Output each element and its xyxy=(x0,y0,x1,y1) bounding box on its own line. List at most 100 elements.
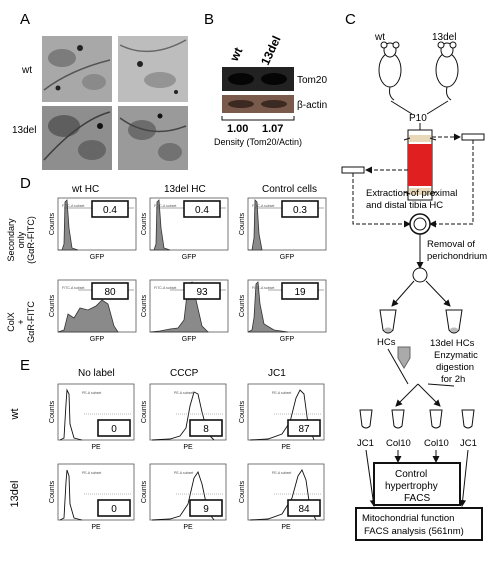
tube-label-jc1-a: JC1 xyxy=(357,438,374,449)
x-axis-label: PE xyxy=(183,444,193,451)
panel-a-row-wt: wt xyxy=(21,65,32,76)
percentage-box: 0.4 xyxy=(91,200,129,218)
label-digestion: digestion xyxy=(436,362,474,373)
tube-icon-13del xyxy=(445,309,463,334)
row-label-line: Secondary xyxy=(6,218,16,262)
tube-icon-hcs xyxy=(379,309,397,334)
y-axis-label: Counts xyxy=(49,294,56,317)
histogram-column-title: Control cells xyxy=(262,184,317,195)
label-13del-hcs: 13del HCs xyxy=(430,338,475,349)
histogram-column-title: JC1 xyxy=(268,368,286,379)
histogram-curve xyxy=(59,469,83,521)
x-axis-label: PE xyxy=(91,524,101,531)
percentage-box: 8 xyxy=(189,419,223,437)
box-control-line-1: Control xyxy=(395,469,427,480)
gate-label: FITC-A subset xyxy=(252,286,274,290)
panel-label-b: B xyxy=(204,11,214,28)
x-axis-label: GFP xyxy=(90,336,105,343)
panel-label-e: E xyxy=(20,357,30,374)
mouse-label-wt: wt xyxy=(374,32,385,43)
percentage-value: 19 xyxy=(294,287,306,298)
gate-label: FITC-A subset xyxy=(62,286,84,290)
percentage-value: 0.4 xyxy=(195,205,209,216)
panel-label-d: D xyxy=(20,175,31,192)
x-axis-label: GFP xyxy=(280,254,295,261)
row-label-line: ColX xyxy=(6,312,16,332)
mouse-icon-13del xyxy=(435,41,459,101)
percentage-box: 0.4 xyxy=(183,200,221,218)
hc-slice-left xyxy=(341,166,365,174)
y-axis-label: Counts xyxy=(141,480,148,503)
y-axis-label: Counts xyxy=(239,400,246,423)
percentage-box: 87 xyxy=(287,419,321,437)
percentage-value: 9 xyxy=(203,504,209,515)
gate-label: FITC-A subset xyxy=(62,204,84,208)
percentage-box: 19 xyxy=(281,282,319,300)
percentage-value: 84 xyxy=(298,504,310,515)
row-label-line: GαR-FITC xyxy=(26,301,36,343)
band-label-actin: β-actin xyxy=(297,100,327,111)
gate-label: FITC-A subset xyxy=(154,286,176,290)
density-bracket xyxy=(221,116,295,121)
panel-b-col-wt: wt xyxy=(227,45,246,64)
mouse-icon-wt xyxy=(378,41,402,101)
extraction-line-1: Extraction of proximal xyxy=(366,188,457,199)
density-wt: 1.00 xyxy=(227,123,248,135)
y-axis-label: Counts xyxy=(141,400,148,423)
y-axis-label: Counts xyxy=(49,212,56,235)
x-axis-label: GFP xyxy=(280,336,295,343)
label-enzymatic: Enzymatic xyxy=(434,350,478,361)
histogram-column-title: No label xyxy=(78,368,115,379)
western-blot-actin xyxy=(222,95,294,113)
box-control-hypertrophy xyxy=(373,462,461,506)
histogram-curve xyxy=(150,199,171,251)
mouse-label-13del: 13del xyxy=(432,32,456,43)
gate-label: PE-A subset xyxy=(272,391,291,395)
em-micrograph-wt-2 xyxy=(118,36,188,102)
box-control-line-2: hypertrophy xyxy=(385,481,438,492)
label-for-2h: for 2h xyxy=(441,374,465,385)
y-axis-label: Counts xyxy=(239,294,246,317)
em-micrograph-wt-1 xyxy=(42,36,112,102)
em-micrograph-13del-2 xyxy=(118,106,188,170)
histogram-curve xyxy=(58,199,79,251)
removal-line-1: Removal of xyxy=(427,239,475,250)
x-axis-label: GFP xyxy=(182,254,197,261)
percentage-value: 8 xyxy=(203,424,209,435)
histogram-column-title: wt HC xyxy=(71,184,99,195)
extraction-line-2: and distal tibia HC xyxy=(366,200,443,211)
tibia-diagram xyxy=(403,129,437,201)
row-label: wt xyxy=(9,409,21,421)
gate-label: FITC-A subset xyxy=(154,204,176,208)
row-label-line: only xyxy=(16,231,26,248)
label-hcs: HCs xyxy=(377,337,396,348)
gate-label: PE-A subset xyxy=(174,471,193,475)
gate-label: PE-A subset xyxy=(174,391,193,395)
band-label-tom20: Tom20 xyxy=(297,75,327,86)
percentage-box: 84 xyxy=(287,499,321,517)
percentage-value: 0.4 xyxy=(103,205,117,216)
hc-pellet xyxy=(412,267,428,283)
x-axis-label: GFP xyxy=(90,254,105,261)
percentage-box: 0 xyxy=(97,499,131,517)
gate-label: PE-A subset xyxy=(272,471,291,475)
tube-label-col10-a: Col10 xyxy=(386,438,411,449)
percentage-box: 80 xyxy=(91,282,129,300)
box-mito-line-1: Mitochondrial function xyxy=(362,513,454,524)
percentage-box: 93 xyxy=(183,282,221,300)
collagenase-dispenser xyxy=(397,346,411,369)
percentage-value: 0.3 xyxy=(293,205,307,216)
density-caption: Density (Tom20/Actin) xyxy=(214,137,302,147)
